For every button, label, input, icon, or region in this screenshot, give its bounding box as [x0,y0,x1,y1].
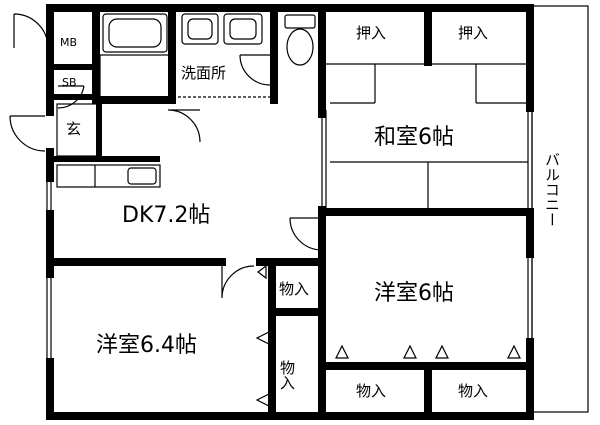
washbasin [181,13,219,45]
toilet-tank [284,14,316,29]
bathtub [102,13,168,53]
room-label-closet-tall: 物入 [278,360,296,390]
kitchen-sink [127,167,157,185]
room-label-oshiire-right: 押入 [458,24,488,42]
room-label-sb: SB [62,76,77,89]
toilet-bowl [286,28,314,66]
room-label-dk: DK7.2帖 [122,203,210,228]
room-label-oshiire-left: 押入 [356,24,386,42]
walls [46,4,534,420]
room-label-yoshitsu-left: 洋室6.4帖 [96,333,197,358]
washing-machine [223,13,263,45]
kitchen-counter [56,164,161,188]
room-label-yoshitsu-right: 洋室6帖 [374,281,454,306]
room-label-washroom: 洗面所 [181,64,226,82]
room-label-mb: MB [60,36,77,49]
room-label-entrance: 玄 [66,120,81,138]
room-label-closet-bottom-left: 物入 [356,382,386,400]
room-label-balcony: バルコニー [543,152,561,227]
room-label-closet-small: 物入 [279,280,309,298]
room-label-washitsu: 和室6帖 [374,125,454,150]
room-label-closet-bottom-right: 物入 [458,382,488,400]
